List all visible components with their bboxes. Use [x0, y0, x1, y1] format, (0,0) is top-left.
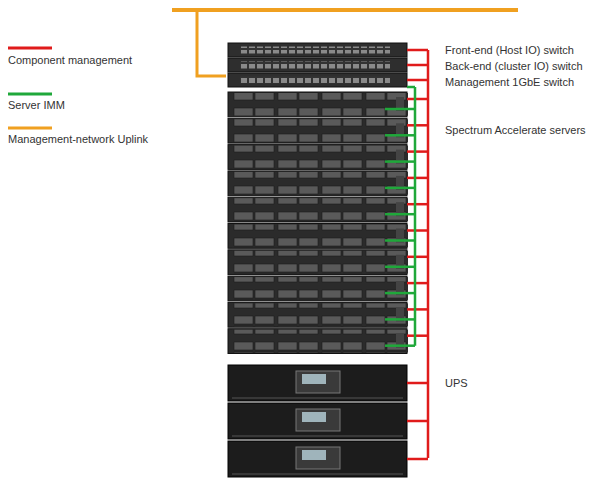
- network-switch: [228, 73, 407, 87]
- ups-display: [302, 374, 326, 384]
- uplink-line: [172, 8, 518, 12]
- server-unit: [228, 171, 407, 196]
- ups-trim: [232, 436, 403, 437]
- imm-wire: [385, 266, 415, 269]
- management-wire: [407, 150, 428, 153]
- imm-wire: [385, 318, 415, 321]
- ups-trim: [232, 398, 403, 399]
- uplink-line: [197, 10, 226, 76]
- server-unit: [228, 250, 407, 275]
- imm-wire: [385, 134, 415, 137]
- rack-group: [228, 43, 428, 477]
- ups-panel: [296, 371, 340, 393]
- server-unit: [228, 145, 407, 170]
- imm-wire: [407, 86, 415, 89]
- ups-panel: [296, 447, 340, 469]
- component-label: Front-end (Host IO) switch: [445, 44, 593, 57]
- component-label: Back-end (cluster IO) switch: [445, 60, 593, 73]
- server-unit: [228, 197, 407, 222]
- imm-wire: [385, 213, 415, 216]
- legend-text: Management-network Uplink: [8, 133, 208, 146]
- legend-text: Server IMM: [8, 99, 208, 112]
- management-wire: [407, 64, 428, 67]
- switch-ports: [240, 47, 390, 54]
- component-label: UPS: [445, 377, 593, 390]
- management-wire: [407, 229, 428, 232]
- switch-ports: [240, 77, 390, 84]
- management-wire: [407, 256, 428, 259]
- ups-unit: [228, 441, 407, 477]
- network-switch: [228, 58, 407, 72]
- drive-bays: [232, 93, 408, 116]
- imm-wire: [385, 187, 415, 190]
- network-switch: [228, 43, 407, 57]
- drive-bays: [232, 303, 408, 326]
- management-wire: [407, 49, 428, 52]
- server-unit: [228, 224, 407, 249]
- management-wire: [407, 458, 428, 461]
- imm-wire: [385, 239, 415, 242]
- imm-wire: [385, 344, 415, 347]
- ups-unit: [228, 365, 407, 401]
- server-unit: [228, 329, 407, 354]
- server-unit: [228, 92, 407, 117]
- server-unit: [228, 302, 407, 327]
- drive-bays: [232, 146, 408, 169]
- management-wire: [407, 282, 428, 285]
- management-wire: [407, 177, 428, 180]
- legend-line: [8, 47, 52, 50]
- management-wire: [407, 98, 428, 101]
- drive-bays: [232, 225, 408, 248]
- server-unit: [228, 276, 407, 301]
- legend-line: [8, 93, 52, 96]
- ups-display: [302, 412, 326, 422]
- management-wire: [407, 203, 428, 206]
- management-wire: [407, 334, 428, 337]
- management-bus: [427, 50, 430, 458]
- management-wire: [407, 420, 428, 423]
- management-wire: [407, 124, 428, 127]
- drive-bays: [232, 330, 408, 353]
- imm-wire: [385, 160, 415, 163]
- management-wire: [407, 382, 428, 385]
- legend-line: [8, 127, 52, 130]
- legend-text: Component management: [8, 54, 208, 67]
- management-wire: [407, 79, 428, 82]
- ups-unit: [228, 403, 407, 439]
- component-label: Management 1GbE switch: [445, 76, 593, 89]
- server-unit: [228, 118, 407, 143]
- imm-wire: [385, 108, 415, 111]
- switch-ports: [240, 62, 390, 69]
- ups-panel: [296, 409, 340, 431]
- imm-bus: [414, 87, 417, 346]
- component-label: Spectrum Accelerate servers: [445, 124, 593, 137]
- drive-bays: [232, 119, 408, 142]
- imm-wire: [385, 292, 415, 295]
- drive-bays: [232, 251, 408, 274]
- ups-display: [302, 450, 326, 460]
- management-wire: [407, 308, 428, 311]
- drive-bays: [232, 172, 408, 195]
- ups-trim: [232, 474, 403, 475]
- drive-bays: [232, 198, 408, 221]
- drive-bays: [232, 277, 408, 300]
